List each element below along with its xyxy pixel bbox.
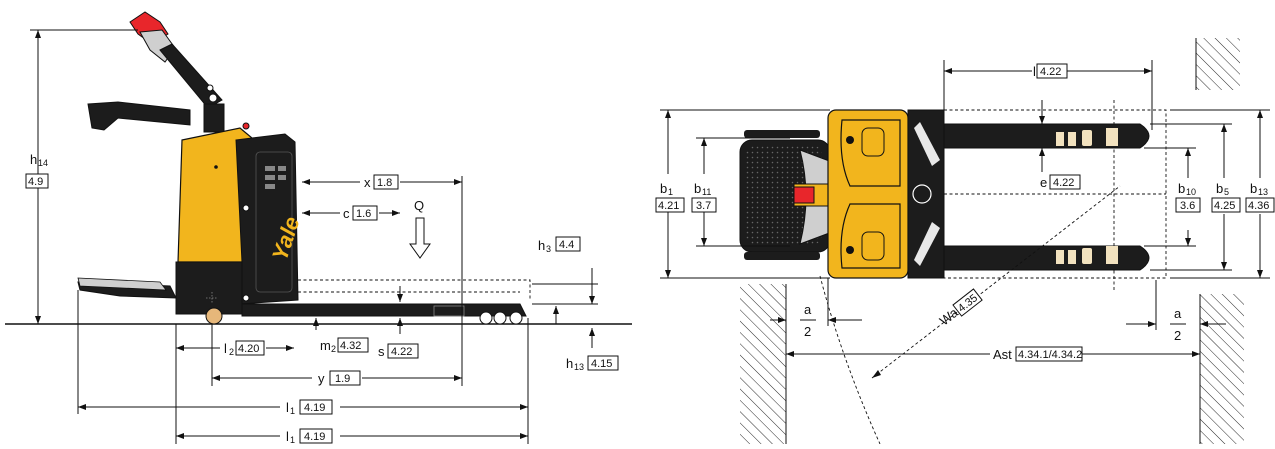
truck-chassis: Yale: [175, 122, 304, 315]
wall-left: [740, 284, 786, 444]
tiller-handle: [129, 11, 225, 133]
svg-text:h: h: [30, 152, 37, 167]
svg-text:b: b: [694, 181, 701, 196]
svg-text:3.6: 3.6: [1180, 200, 1195, 212]
dim-b11: b 11 3.7: [691, 137, 790, 247]
operator-platform: [77, 277, 177, 299]
svg-text:3: 3: [546, 244, 551, 254]
svg-text:b: b: [660, 181, 667, 196]
dim-b13: b 13 4.36: [1170, 109, 1275, 279]
svg-text:c: c: [343, 206, 350, 221]
svg-text:4.4: 4.4: [559, 239, 574, 251]
svg-text:1.8: 1.8: [377, 177, 392, 189]
svg-text:4.9: 4.9: [28, 176, 43, 188]
svg-text:4.20: 4.20: [238, 343, 259, 355]
svg-text:2: 2: [804, 324, 811, 339]
dim-h13: h 13 4.15: [553, 306, 619, 372]
svg-text:h: h: [566, 356, 573, 371]
svg-text:2: 2: [1174, 328, 1181, 343]
svg-text:m: m: [320, 338, 331, 353]
svg-text:5: 5: [1224, 187, 1229, 197]
svg-text:4.36: 4.36: [1248, 200, 1269, 212]
svg-text:Ast: Ast: [993, 347, 1012, 362]
svg-text:4.22: 4.22: [1053, 177, 1074, 189]
svg-text:l: l: [286, 400, 289, 415]
svg-text:4.19: 4.19: [304, 431, 325, 443]
svg-text:l: l: [1033, 64, 1036, 79]
wall-right: [1200, 294, 1244, 444]
svg-text:4.21: 4.21: [658, 200, 679, 212]
svg-text:y: y: [318, 371, 325, 386]
svg-text:2: 2: [331, 344, 336, 354]
svg-text:1.9: 1.9: [335, 373, 350, 385]
dim-b5: b 5 4.25: [1150, 123, 1241, 271]
svg-text:4.25: 4.25: [1214, 200, 1235, 212]
dim-b10: b 10 3.6: [1144, 147, 1201, 247]
dim-a-half-left: a 2: [770, 278, 862, 339]
operator-platform-top: [739, 130, 833, 260]
dim-ast: Ast 4.34.1/4.34.2: [786, 346, 1200, 362]
side-view: Yale: [5, 11, 632, 445]
dim-l1-lower: l 1 4.19: [176, 428, 528, 445]
svg-text:14: 14: [38, 158, 48, 168]
dim-l-top: l 4.22: [943, 60, 1153, 130]
wheels-side: [205, 307, 523, 325]
load-arrow: Q: [409, 198, 431, 259]
truck-body-top: [827, 109, 945, 279]
svg-text:b: b: [1216, 181, 1223, 196]
svg-text:x: x: [364, 175, 371, 190]
svg-text:1.6: 1.6: [356, 208, 371, 220]
dim-y: y 1.9: [211, 324, 462, 386]
svg-text:1: 1: [668, 187, 673, 197]
svg-text:4.34.1/4.34.2: 4.34.1/4.34.2: [1018, 349, 1082, 361]
svg-text:Q: Q: [414, 198, 424, 213]
dim-h14: h 14 4.9: [25, 29, 138, 324]
svg-text:a: a: [1174, 306, 1182, 321]
dim-c: c 1.6: [302, 205, 400, 221]
svg-text:4.19: 4.19: [304, 402, 325, 414]
svg-text:l: l: [224, 341, 227, 356]
svg-text:4.22: 4.22: [391, 346, 412, 358]
svg-text:s: s: [378, 344, 385, 359]
svg-text:1: 1: [290, 406, 295, 416]
dim-e: e 4.22: [1039, 100, 1081, 190]
dim-l2: l 2 4.20: [175, 324, 294, 444]
top-view: l 4.22 e 4.22 b 1 4.21: [655, 38, 1275, 445]
dim-b1: b 1 4.21: [655, 109, 830, 279]
svg-text:3.7: 3.7: [696, 200, 711, 212]
svg-text:4.15: 4.15: [591, 358, 612, 370]
svg-text:11: 11: [702, 187, 711, 197]
svg-text:10: 10: [1186, 187, 1196, 197]
svg-text:b: b: [1178, 181, 1185, 196]
svg-text:13: 13: [574, 362, 584, 372]
svg-text:4.32: 4.32: [340, 340, 361, 352]
dim-x: x 1.8: [302, 174, 463, 386]
forks-top: [943, 123, 1150, 271]
dim-a-half-right: a 2: [1126, 280, 1226, 343]
svg-text:b: b: [1250, 181, 1257, 196]
dim-s: s 4.22: [378, 286, 419, 359]
dim-m2: m 2 4.32: [313, 318, 369, 354]
svg-text:l: l: [286, 429, 289, 444]
svg-text:e: e: [1040, 175, 1047, 190]
svg-text:h: h: [538, 238, 545, 253]
svg-text:a: a: [804, 302, 812, 317]
rear-grab-handle: [87, 101, 191, 131]
dim-h3: h 3 4.4: [532, 236, 598, 305]
dim-l1-upper: l 1 4.19: [77, 290, 529, 444]
svg-text:1: 1: [290, 435, 295, 444]
svg-text:2: 2: [229, 347, 234, 357]
svg-text:13: 13: [1258, 187, 1268, 197]
wall-top-right: [1196, 38, 1240, 90]
svg-text:4.22: 4.22: [1040, 66, 1061, 78]
fork-side: [241, 279, 531, 317]
